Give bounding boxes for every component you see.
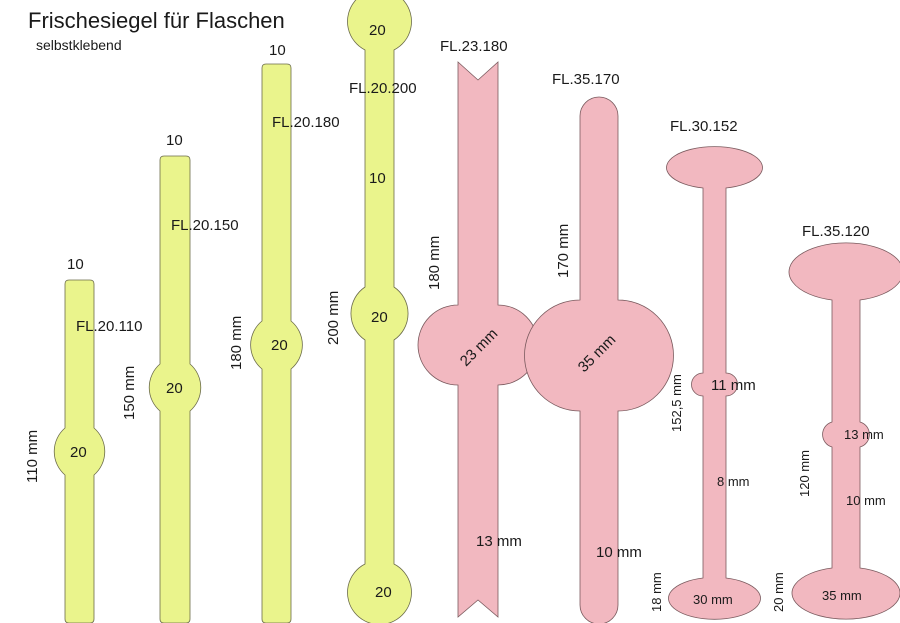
seal-fl30-152-width: 8 mm	[717, 474, 750, 489]
seal-fl20-110-circle: 20	[70, 444, 87, 461]
seal-fl30-152-foot-width: 30 mm	[693, 592, 733, 607]
seal-fl30-152-length: 152,5 mm	[669, 374, 684, 432]
seal-fl30-152-code: FL.30.152	[670, 118, 738, 135]
page-title: Frischesiegel für Flaschen	[28, 8, 285, 33]
seal-fl20-150-length: 150 mm	[121, 366, 138, 420]
seal-fl20-110: 10 FL.20.110 20 110 mm	[24, 256, 142, 623]
seal-fl20-110-code: FL.20.110	[76, 318, 142, 335]
seal-fl30-152: FL.30.152 152,5 mm 11 mm 8 mm 18 mm 30 m…	[649, 118, 763, 620]
seal-fl20-180-shape	[250, 63, 303, 623]
seal-fl20-200-width: 10	[369, 170, 386, 187]
seal-fl35-170-shape	[524, 96, 674, 623]
seal-fl35-170-code: FL.35.170	[552, 71, 620, 88]
seal-fl30-152-foot-height: 18 mm	[649, 572, 664, 612]
page-subtitle: selbstklebend	[36, 37, 122, 53]
seal-fl35-170-length: 170 mm	[555, 224, 572, 278]
seal-fl23-180: FL.23.180 180 mm 23 mm 13 mm	[417, 38, 539, 618]
seal-fl20-180-circle: 20	[271, 337, 288, 354]
seal-fl20-180-code: FL.20.180	[272, 114, 340, 131]
seal-fl35-120-circle: 13 mm	[844, 427, 884, 442]
seal-fl23-180-length: 180 mm	[426, 236, 443, 290]
seal-fl20-200-code: FL.20.200	[349, 80, 417, 97]
seal-fl20-150: 10 FL.20.150 20 150 mm	[121, 132, 239, 623]
seal-fl20-200-circle-bottom: 20	[375, 584, 392, 601]
seal-fl20-150-width: 10	[166, 132, 183, 149]
seal-fl20-200-shape	[347, 0, 412, 623]
seal-fl20-150-circle: 20	[166, 380, 183, 397]
seal-fl23-180-shape	[417, 61, 539, 618]
seal-fl35-120-shape	[788, 242, 900, 620]
seal-fl20-200-circle-top: 20	[369, 22, 386, 39]
seal-fl35-120-foot-height: 20 mm	[771, 572, 786, 612]
seal-fl20-150-shape	[148, 155, 202, 623]
seal-fl35-170: FL.35.170 170 mm 35 mm 10 mm	[524, 71, 674, 623]
seal-fl20-110-length: 110 mm	[24, 430, 41, 483]
seal-fl35-170-width: 10 mm	[596, 544, 642, 561]
seal-fl20-200-circle-mid: 20	[371, 309, 388, 326]
seal-fl20-110-shape	[53, 279, 106, 623]
seal-fl20-200-length: 200 mm	[325, 291, 342, 345]
seal-fl35-120-width: 10 mm	[846, 493, 886, 508]
seal-fl35-120-foot-width: 35 mm	[822, 588, 862, 603]
seal-fl35-120-code: FL.35.120	[802, 223, 870, 240]
seal-fl23-180-code: FL.23.180	[440, 38, 508, 55]
seal-fl30-152-shape	[666, 146, 763, 620]
seal-fl20-150-code: FL.20.150	[171, 217, 239, 234]
seal-fl35-120-length: 120 mm	[797, 450, 812, 497]
seal-fl20-200: 20 FL.20.200 10 20 20 200 mm	[325, 0, 417, 623]
seal-fl30-152-circle: 11 mm	[711, 377, 756, 394]
seal-fl20-180: 10 FL.20.180 20 180 mm	[228, 42, 340, 623]
seal-fl20-110-width: 10	[67, 256, 84, 273]
seal-fl23-180-width: 13 mm	[476, 533, 522, 550]
seal-fl20-180-length: 180 mm	[228, 316, 245, 370]
seal-fl35-120: FL.35.120 120 mm 13 mm 10 mm 20 mm 35 mm	[771, 223, 900, 620]
seal-fl20-180-width: 10	[269, 42, 286, 59]
